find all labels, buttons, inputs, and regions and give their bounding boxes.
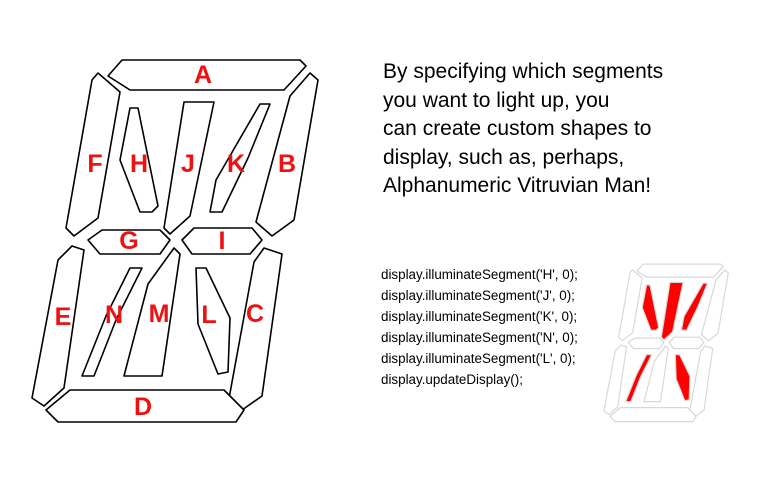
code-line: display.illuminateSegment('N', 0); <box>381 330 578 345</box>
segment-label-l: L <box>201 301 216 329</box>
preview-segment-n-lit <box>625 354 653 403</box>
preview-segment-d <box>609 407 697 423</box>
preview-segment-g <box>627 337 665 350</box>
segment-label-i: I <box>219 227 226 255</box>
segment-j <box>163 101 215 235</box>
code-line: display.updateDisplay(); <box>381 372 523 387</box>
segment-label-d: D <box>134 393 152 421</box>
preview-segment-a <box>636 263 724 278</box>
preview-segment-l-lit <box>674 354 691 402</box>
description-line: can create custom shapes to <box>383 117 652 140</box>
preview-segment-c <box>688 345 714 417</box>
description-line: By specifying which segments <box>383 60 664 83</box>
segment-label-m: M <box>149 300 170 328</box>
segment-label-c: C <box>246 300 264 328</box>
code-line: display.illuminateSegment('J', 0); <box>381 288 575 303</box>
segment-label-n: N <box>105 301 123 329</box>
segment-e <box>31 245 85 407</box>
segment-label-g: G <box>119 227 138 255</box>
code-line: display.illuminateSegment('H', 0); <box>381 267 578 282</box>
segment-label-a: A <box>194 61 212 89</box>
preview-segment-e <box>603 344 628 416</box>
segment-k <box>209 103 271 213</box>
preview-segment-h-lit <box>641 284 660 331</box>
segment-d <box>45 389 245 423</box>
segment-c <box>227 247 283 411</box>
preview-segment-i <box>668 336 705 350</box>
segment-label-e: E <box>55 303 72 331</box>
preview-segment-b <box>700 269 729 342</box>
segment-i <box>181 227 263 255</box>
segment-b <box>255 72 319 237</box>
segment-n <box>81 267 143 377</box>
preview-segment-f <box>618 269 643 342</box>
preview-segment-m <box>643 345 669 403</box>
description-line: Alphanumeric Vitruvian Man! <box>383 174 652 197</box>
segment-label-f: F <box>87 150 102 178</box>
segment-a <box>107 59 307 91</box>
description-line: you want to light up, you <box>383 88 610 112</box>
segment-g <box>87 229 171 255</box>
segment-l <box>195 267 231 375</box>
code-line: display.illuminateSegment('K', 0); <box>381 309 578 324</box>
code-snippet: display.illuminateSegment('H', 0); displ… <box>381 264 578 390</box>
description-line: display, such as, perhaps, <box>383 145 625 169</box>
segment-label-k: K <box>227 150 245 178</box>
segment-label-h: H <box>130 150 148 178</box>
segment-h <box>119 107 159 213</box>
code-line: display.illuminateSegment('L', 0); <box>381 351 576 366</box>
segment-m <box>123 247 181 377</box>
segment-label-b: B <box>278 150 296 178</box>
segment-label-j: J <box>181 150 195 178</box>
description-text: By specifying which segments you want to… <box>383 58 743 201</box>
segment-display-preview <box>603 263 729 423</box>
preview-segment-j-lit <box>660 281 684 341</box>
preview-segment-k-lit <box>680 282 709 331</box>
segment-f <box>65 72 121 237</box>
